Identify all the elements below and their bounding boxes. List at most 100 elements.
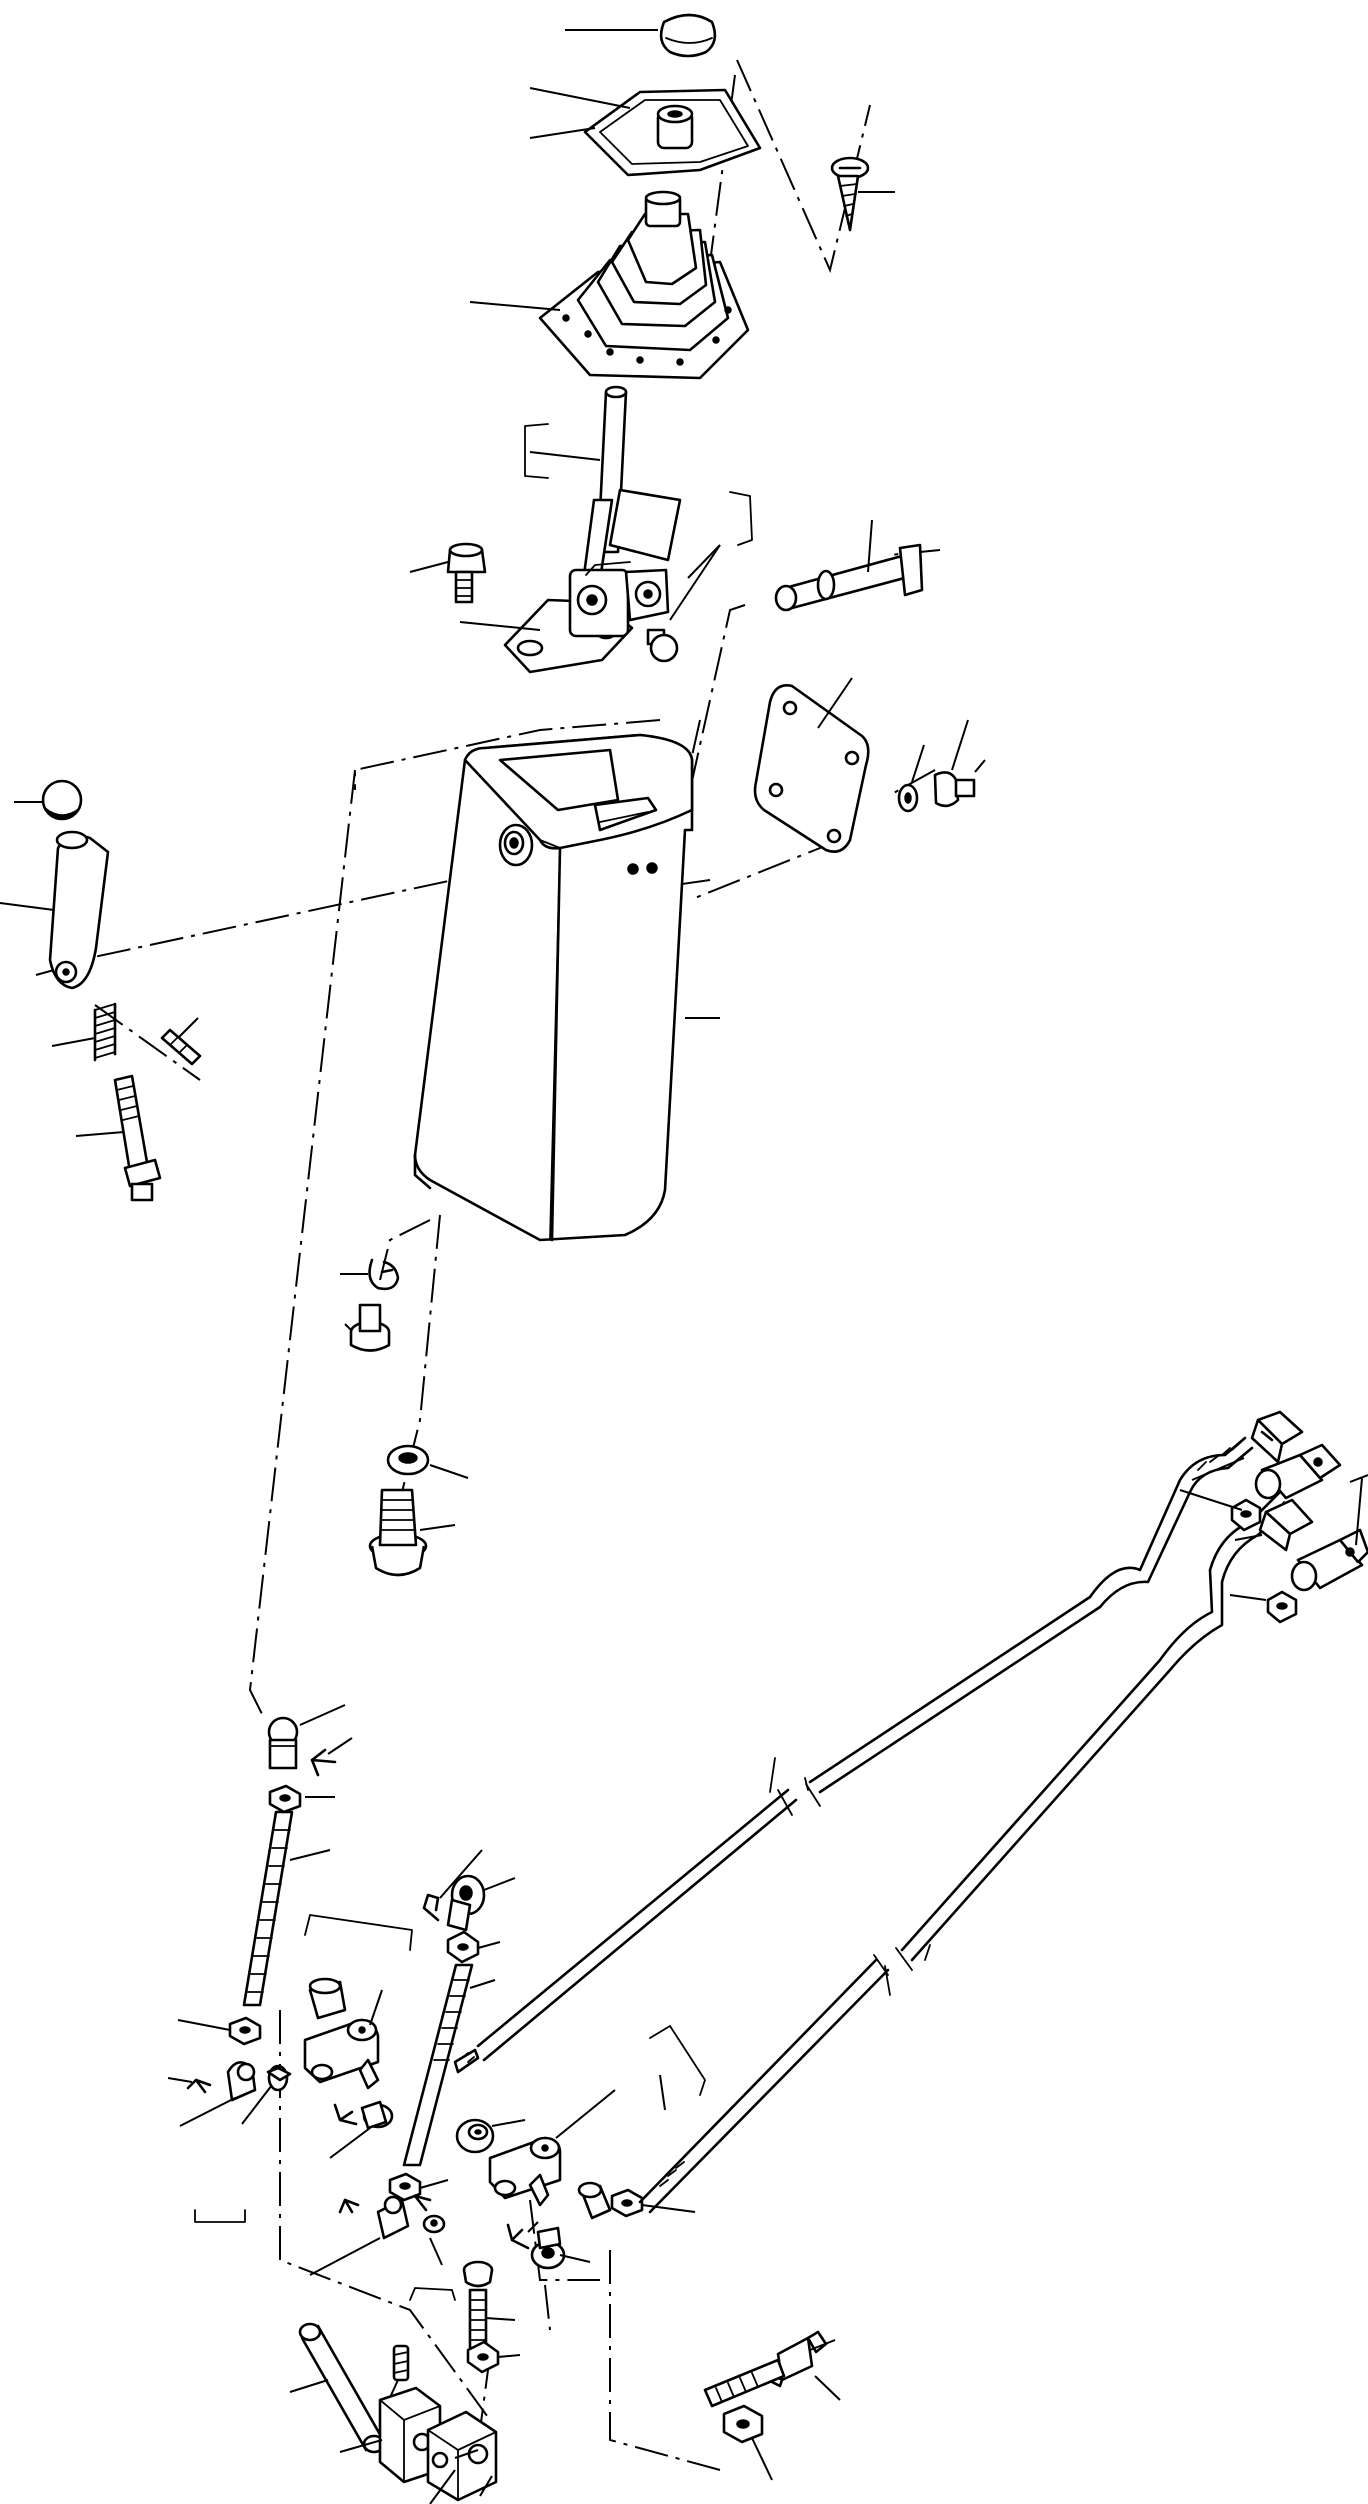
ball-socket	[376, 2195, 410, 2240]
callout-leader	[1191, 1457, 1245, 1481]
bracket-mark	[409, 2287, 456, 2301]
callout-leader	[179, 2097, 236, 2127]
cotter-pin	[338, 2198, 360, 2214]
ball-socket	[530, 2226, 566, 2270]
ball-socket	[360, 2100, 394, 2130]
ball-socket	[226, 2061, 257, 2102]
callout-leader	[439, 1849, 483, 1899]
callout-leader	[867, 519, 873, 573]
bushing	[498, 823, 534, 867]
cotter-pin	[506, 2223, 530, 2250]
bolt	[446, 542, 487, 604]
callout-leader	[687, 544, 721, 579]
threaded-rod	[242, 1810, 294, 2007]
callout-leader	[309, 2237, 381, 2276]
callout-leader	[974, 759, 986, 773]
callout-leader	[1234, 1534, 1263, 1541]
clevis-pin	[774, 543, 924, 612]
bushing	[577, 2181, 612, 2220]
jam-nut	[1230, 1498, 1262, 1532]
callout-leader	[75, 1131, 125, 1137]
ball-socket	[267, 1716, 299, 1770]
callout-leader	[497, 2354, 521, 2358]
callout-leader	[1355, 1477, 1363, 1546]
callout-leader	[35, 969, 55, 976]
callout-leader	[479, 2475, 493, 2497]
roll-pin	[160, 1028, 202, 1066]
callout-leader	[469, 301, 561, 311]
callout-leader	[459, 621, 541, 631]
callout-leader	[527, 2221, 539, 2233]
secondary-knob	[41, 779, 83, 821]
callout-leader	[327, 1737, 353, 1755]
callout-leader	[951, 719, 969, 771]
clevis	[1250, 1410, 1304, 1464]
callout-leader	[339, 2439, 383, 2453]
shift-lever	[582, 385, 682, 582]
callout-leader	[344, 1323, 352, 1331]
jam-nut	[466, 2340, 500, 2374]
callout-leader	[814, 2375, 841, 2401]
cotter-pin	[422, 1893, 440, 1922]
roll-pin	[392, 2344, 410, 2382]
callout-leader	[419, 1524, 456, 1531]
clevis	[1258, 1498, 1314, 1552]
jam-nut	[446, 1930, 480, 1964]
bell-crank-2	[488, 2136, 562, 2207]
bellcrank	[303, 2018, 380, 2090]
callout-leader	[817, 677, 853, 729]
callout-leader	[659, 2074, 666, 2111]
callout-leader	[1229, 1594, 1267, 1601]
callout-leader	[911, 744, 925, 783]
callout-leader	[419, 2179, 449, 2189]
pin-small	[266, 2064, 292, 2092]
cotter-pin	[186, 2078, 212, 2094]
callout-leader	[167, 2077, 193, 2083]
bracket-mark	[729, 491, 753, 546]
flange-bolt	[368, 1488, 428, 1577]
callout-leader	[669, 544, 721, 621]
assembly-centerlines	[79, 59, 941, 2471]
cotter-pin	[333, 2103, 358, 2126]
cotter-pin	[413, 2194, 432, 2212]
pivot-pin	[646, 628, 679, 663]
callout-leader	[529, 451, 601, 461]
callout-leader	[555, 2089, 616, 2139]
small-bolt	[349, 1303, 391, 1352]
cap-screw	[933, 771, 976, 808]
lever-stud	[113, 1074, 162, 1202]
bushing	[308, 1977, 347, 2020]
shift-knob	[659, 13, 717, 58]
callout-leader	[491, 2119, 526, 2127]
pin-small	[422, 2214, 446, 2234]
tapping-screw	[830, 156, 870, 232]
boot-retainer-plate	[583, 88, 762, 177]
threaded-rod	[402, 1963, 474, 2167]
callout-leader	[1179, 1489, 1243, 1511]
cover-plate	[753, 684, 870, 853]
callout-leader	[409, 561, 449, 573]
callout-leader	[289, 2379, 329, 2393]
callout-leader	[469, 1979, 496, 1989]
bolt	[462, 2260, 494, 2350]
callout-leader	[483, 1877, 516, 1891]
callout-leader	[485, 2317, 516, 2321]
callout-leader	[51, 1037, 96, 1047]
callout-leader	[0, 902, 55, 911]
cable-break-mark	[884, 1944, 931, 1996]
callout-leader	[289, 1849, 331, 1861]
hex-nut	[722, 2404, 764, 2444]
callout-leader	[429, 2469, 456, 2504]
callout-leader	[429, 2237, 443, 2266]
bushing	[455, 2118, 495, 2154]
bracket-mark	[194, 2209, 246, 2223]
jam-nut	[1266, 1590, 1298, 1624]
callout-leader	[477, 1941, 501, 1949]
bracket-mark	[304, 1914, 413, 1951]
clevis	[1290, 1528, 1368, 1592]
bracket-mark	[649, 2025, 706, 2096]
callout-leader	[529, 127, 596, 139]
cable-break	[873, 1947, 913, 1976]
bracket-mark	[524, 423, 549, 479]
callout-leader	[559, 2254, 591, 2263]
